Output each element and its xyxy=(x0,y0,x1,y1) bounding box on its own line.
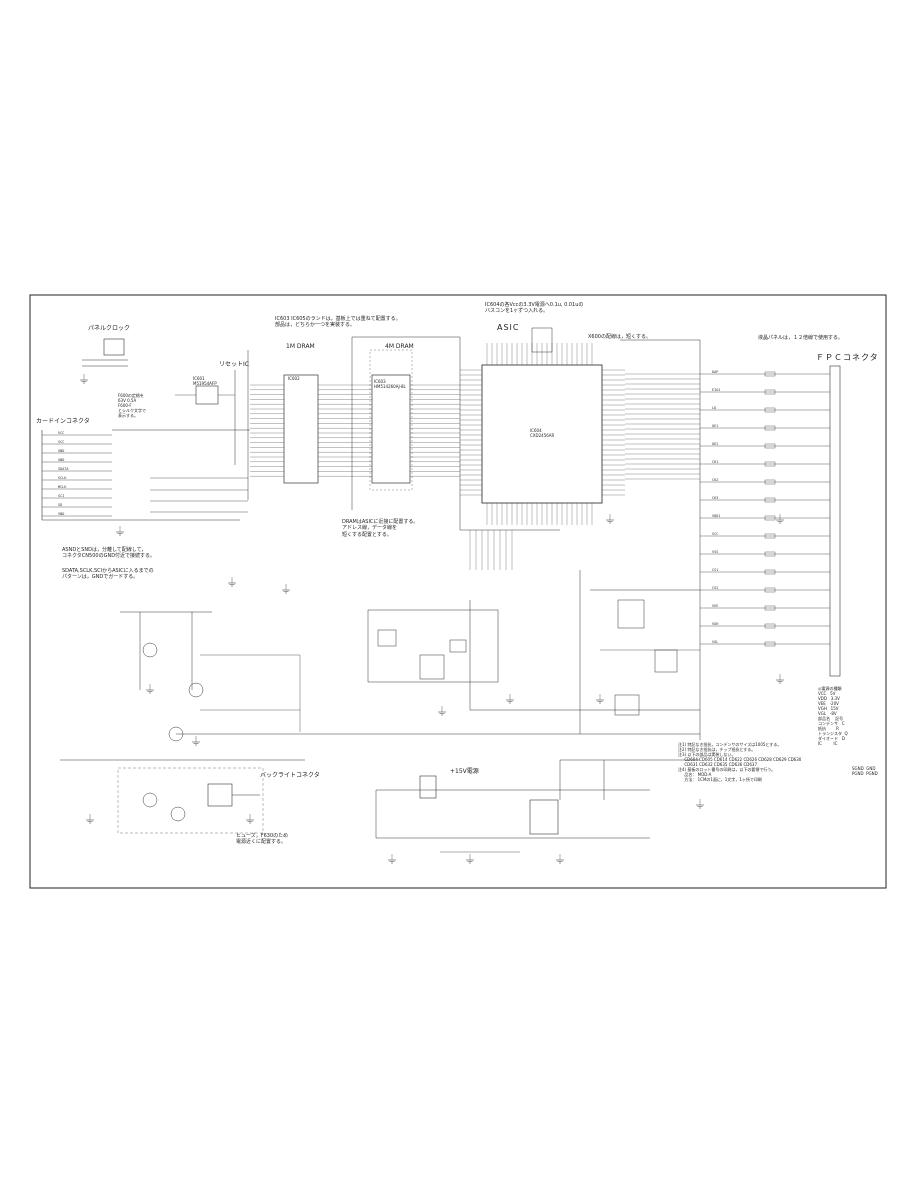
panel-clock-title: パネルクロック xyxy=(88,325,131,332)
fpc-series-resistor xyxy=(764,515,776,521)
backlight-connector-title: バックライトコネクタ xyxy=(260,772,320,779)
fpc-series-resistor xyxy=(764,443,776,449)
reset-ic-title: リセットIC xyxy=(219,361,249,368)
fuse-placement-note: ヒューズ，F630のため 電源近くに配置する。 xyxy=(236,833,289,846)
fpc-series-resistor xyxy=(764,533,776,539)
sdata-shield-note: SDATA,SCLK,SCIからASICに入るまでの パターンは，GNDでガード… xyxy=(62,568,154,581)
dram1-label: IC602 xyxy=(288,376,300,381)
fpc-pin-label: CK1 xyxy=(712,460,718,464)
reset-ic-label: IC601 M51954AFP xyxy=(193,376,217,386)
lcd-panel-note: 液晶パネルは，１２倍線で使用する。 xyxy=(758,335,844,341)
fuse-spec-note: F600の定格を 63V 0.5A F600-F とシルク文字で 表示する。 xyxy=(118,393,146,418)
card-connector-pin-label: VCC xyxy=(58,440,64,444)
fpc-connector-title: ＦＰＣコネクタ xyxy=(816,353,879,362)
ic603-605-note: IC603 IC605のランドは，基板上では重ねて配置する。 部品は，どちらか一… xyxy=(275,316,401,329)
fpc-series-resistor xyxy=(764,497,776,503)
fpc-series-resistor xyxy=(764,569,776,575)
fpc-pin-label: LD xyxy=(712,406,716,410)
fpc-pin-label: DAP xyxy=(712,370,718,374)
dram-1m-title: 1M DRAM xyxy=(286,343,315,350)
fpc-pin-label: CK3 xyxy=(712,496,718,500)
fpc-pin-label: VCC xyxy=(712,532,718,536)
fpc-pin-label: VGH xyxy=(712,622,718,626)
asic-label: IC604 CXD2456AR xyxy=(530,428,555,438)
fpc-series-resistor xyxy=(764,641,776,647)
fpc-pin-label: EIO1 xyxy=(712,388,720,392)
fpc-series-resistor xyxy=(764,605,776,611)
x600-wiring-note: X600の配線は，短くする。 xyxy=(588,334,651,340)
asic-title: ASIC xyxy=(497,323,520,332)
fpc-pin-label: VEE xyxy=(712,604,718,608)
card-connector-pin-label: SCLK xyxy=(58,476,67,480)
dram2-label: IC603 HM514260AJ-8L xyxy=(374,379,406,389)
fpc-series-resistor xyxy=(764,479,776,485)
fpc-pin-label: CS1 xyxy=(712,568,718,572)
card-connector-pin-label: SDATA xyxy=(58,467,69,471)
fpc-series-resistor xyxy=(764,587,776,593)
fpc-pin-label: OE1 xyxy=(712,424,718,428)
fpc-pin-label: OE2 xyxy=(712,442,718,446)
parts-legend: 部品名 記号 コンデンサ C 抵抗 R トランジスタ Q ダイオード D IC … xyxy=(818,716,848,746)
fpc-series-resistor xyxy=(764,407,776,413)
fpc-pin-label: CS2 xyxy=(712,586,718,590)
card-connector-pin-label: SCI xyxy=(58,494,64,498)
remarks-note: 注1) 特記なき抵抗，コンデンサのサイズは1005とする。 注2) 特記なき抵抗… xyxy=(678,742,802,782)
card-connector-pin-label: MCLK xyxy=(58,485,67,489)
ic604-decoupling-note: IC604の各Vccの3.3V電源へ0.1u, 0.01uの バスコンを1ヶずつ… xyxy=(485,302,584,315)
signal-legend: ◎電源の種類 VCC 5V VDD 3.3V VEE -20V VGH 15V … xyxy=(818,686,842,716)
card-connector-pin-label: GND xyxy=(58,449,64,453)
card-connector-pin-label: VCC xyxy=(58,431,64,435)
plus15v-title: +15V電源 xyxy=(450,768,479,775)
fpc-pin-label: VDD1 xyxy=(712,514,720,518)
card-connector-pin-label: SND xyxy=(58,512,64,516)
gnd-legend: SGND GND PGND PGND xyxy=(852,766,878,776)
fpc-pin-label: VGL xyxy=(712,640,718,644)
fpc-series-resistor xyxy=(764,461,776,467)
fpc-pin-label: CK2 xyxy=(712,478,718,482)
fpc-series-resistor xyxy=(764,371,776,377)
card-connector-title: カードインコネクタ xyxy=(36,418,90,425)
dram-4m-title: 4M DRAM xyxy=(385,343,414,350)
asnd-gnd-note: ASNDとSNDは，分離して配線して， コネクタCN500のGND付近で接続する… xyxy=(62,547,156,560)
fpc-series-resistor xyxy=(764,551,776,557)
fpc-series-resistor xyxy=(764,425,776,431)
fpc-series-resistor xyxy=(764,623,776,629)
card-connector-pin-label: SD xyxy=(58,503,62,507)
card-connector-pin-label: GND xyxy=(58,458,64,462)
dram-placement-note: DRAMはASICに近接に配置する。 アドレス線，データ線を 短くする配置とする… xyxy=(342,519,419,538)
fpc-series-resistor xyxy=(764,389,776,395)
fpc-pin-label: VSS xyxy=(712,550,718,554)
